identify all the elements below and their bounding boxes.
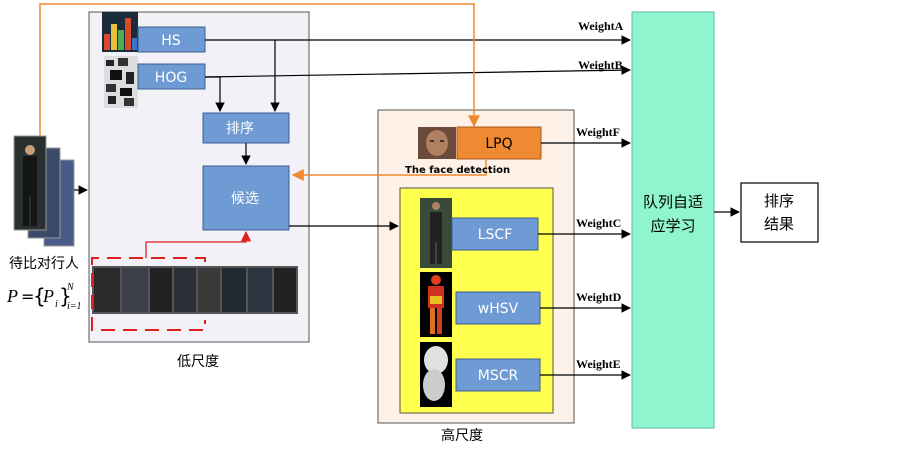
svg-text:P: P [42,286,54,306]
svg-text:N: N [66,282,75,293]
hog-label: HOG [155,70,187,86]
lscf-thumbnail [420,198,452,268]
svg-text:i: i [55,299,58,310]
whsv-thumbnail [420,272,452,337]
queue-label-line1: 队列自适 [643,193,703,211]
query-person-images [13,135,75,247]
hog-texture-thumbnail [104,56,138,108]
svg-text:{: { [33,284,46,308]
hs-histogram-thumbnail [102,12,138,52]
svg-text:}: } [59,284,72,308]
query-caption: 待比对行人 [9,256,79,272]
svg-text:=: = [21,287,34,306]
weightD-label: WeightD [576,290,622,304]
arrow-gallery-to-candidate [145,230,252,258]
face-detection-caption: The face detection [405,165,510,176]
weightE-label: WeightE [576,357,621,371]
weightA-label: WeightA [578,19,624,33]
arrow-hog-weightB [204,65,631,78]
orange-query-to-lpq [39,3,480,136]
queue-label-line2: 应学习 [650,217,695,235]
sort-label: 排序 [226,121,254,137]
weightB-label: WeightB [578,58,623,72]
mscr-box [455,358,541,392]
result-label-line1: 排序 [764,192,794,210]
lscf-label: LSCF [478,227,513,243]
hs-label: HS [161,33,181,49]
weightC-label: WeightC [576,216,621,230]
low-scale-caption: 低尺度 [177,354,219,370]
hs-box [137,26,206,53]
candidate-label: 候选 [231,191,259,207]
weightF-label: WeightF [576,125,620,139]
orange-lpq-to-candidate [291,160,487,181]
lpq-box [456,126,542,160]
lpq-label: LPQ [485,136,512,152]
mscr-label: MSCR [478,368,519,384]
queue-adaptive-learning-panel [631,11,715,429]
whsv-box [455,291,541,325]
whsv-label: wHSV [478,301,519,317]
face-thumbnail [418,127,456,159]
candidate-box [202,165,290,231]
gallery-selection-dashed [91,257,206,331]
gallery-images [92,266,298,314]
result-label-line2: 结果 [764,215,794,233]
mscr-thumbnail [420,342,452,407]
svg-text:i=1: i=1 [67,301,82,312]
high-scale-caption: 高尺度 [441,427,483,444]
ranking-result-box [740,182,819,243]
lscf-box [451,217,539,251]
sort-box [202,112,290,144]
svg-text:P: P [6,286,18,306]
query-set-formula: P = { P i } N i=1 [6,282,82,312]
